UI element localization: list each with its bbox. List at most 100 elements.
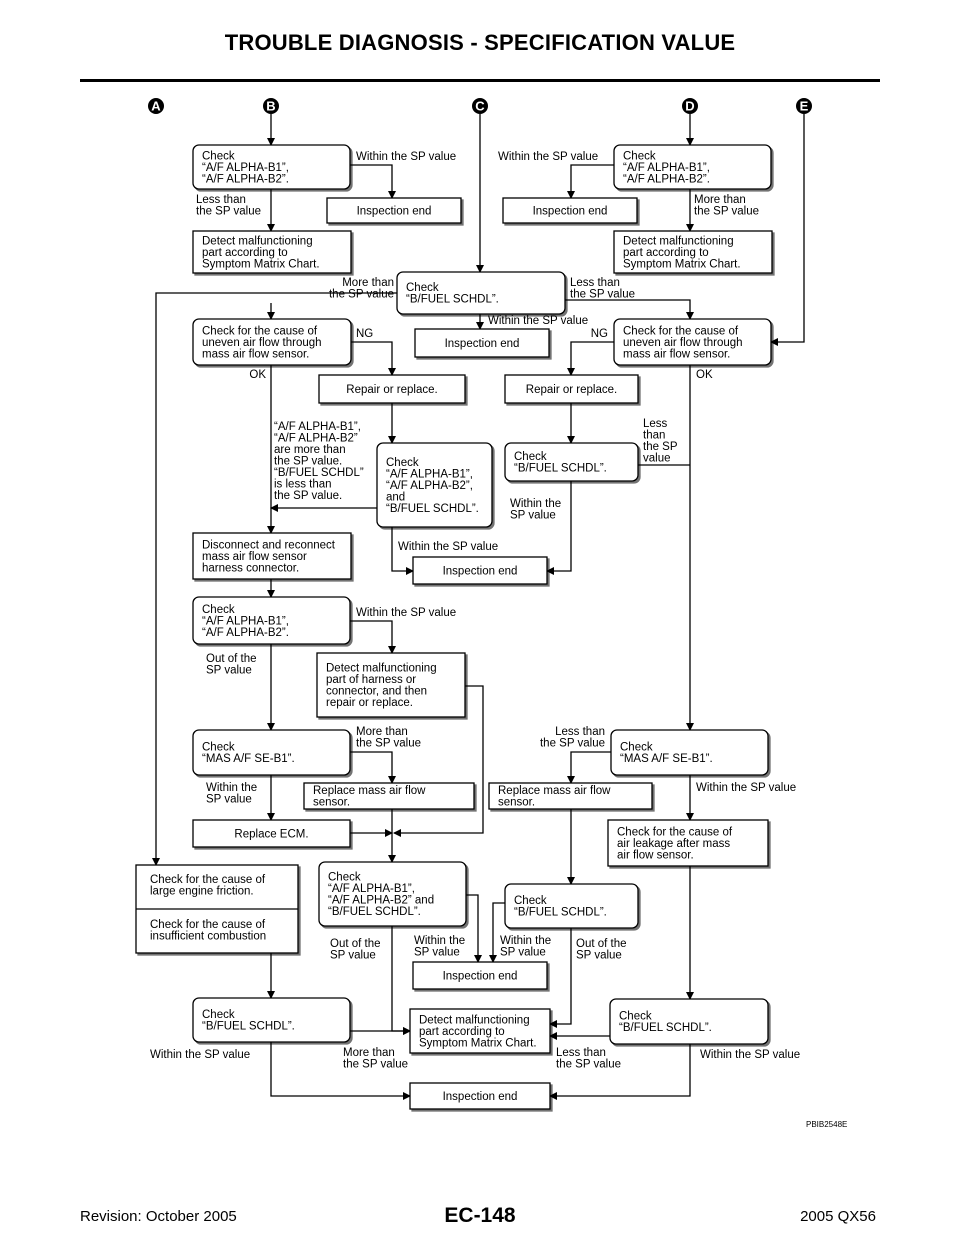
box-text: Check: [386, 457, 419, 469]
branch-label-text: SP value: [414, 947, 460, 959]
box-text: “B/FUEL SCHDL”.: [202, 1021, 295, 1033]
r-check-mas-box: Check“MAS A/F SE-B1”.: [610, 729, 769, 776]
svg-text:B: B: [266, 99, 275, 114]
branch-label-text: is less than: [274, 479, 332, 491]
flow-line: [567, 164, 614, 199]
b-check-ab-box: Check“A/F ALPHA-B1”,“A/F ALPHA-B2”.: [192, 144, 351, 190]
box-text: part according to: [623, 247, 709, 259]
box-text: mass air flow sensor.: [623, 348, 730, 360]
flow-line: [350, 620, 396, 654]
box-text: sensor.: [498, 797, 535, 809]
model-text: 2005 QX56: [800, 1208, 876, 1225]
branch-label-text: SP value: [576, 950, 622, 962]
lb-within-c-label: Within the SP value: [488, 315, 588, 327]
branch-label-text: the SP value.: [274, 490, 342, 502]
branch-label-text: than: [643, 430, 665, 442]
box-text: “B/FUEL SCHDL”.: [406, 294, 499, 306]
box-text: “B/FUEL SCHDL”.: [514, 463, 607, 475]
lb-ok-r-label: OK: [696, 369, 713, 381]
box-text: Inspection end: [443, 1091, 518, 1103]
flow-line: [567, 751, 611, 784]
box-text: Check for the cause of: [617, 826, 733, 838]
flow-line: [391, 926, 411, 1035]
box-text: “A/F ALPHA-B2”.: [202, 173, 289, 185]
box-text: Symptom Matrix Chart.: [202, 258, 320, 270]
svg-text:E: E: [800, 99, 809, 114]
box-text: Detect malfunctioning: [326, 663, 437, 675]
branch-label-text: the SP value: [540, 738, 605, 750]
connector-a: A: [148, 98, 164, 114]
branch-label-text: “B/FUEL SCHDL”: [274, 467, 364, 479]
box-text: Replace mass air flow: [498, 785, 611, 797]
box-text: Detect malfunctioning: [202, 235, 313, 247]
box-text: Repair or replace.: [526, 384, 617, 396]
r-check-fuel2-box: Check“B/FUEL SCHDL”.: [504, 883, 639, 929]
insp-lower-box: Inspection end: [412, 961, 548, 990]
branch-label-text: Within the SP value: [356, 607, 456, 619]
lb-within-mas-r-label: Within the SP value: [696, 782, 796, 794]
branch-label-text: the SP value: [196, 206, 261, 218]
box-text: and: [386, 491, 405, 503]
box-text: Check: [514, 451, 547, 463]
mid-insp-box: Inspection end: [412, 556, 548, 585]
flow-line: [391, 527, 414, 575]
box-text: uneven air flow through: [202, 337, 322, 349]
branch-label-text: Within the: [500, 935, 551, 947]
connector-d: D: [682, 98, 698, 114]
branch-label-text: the SP value: [570, 289, 635, 301]
branch-label-text: Less: [643, 418, 668, 430]
branch-label-text: Less than: [555, 726, 605, 738]
branch-label-text: Within the: [414, 935, 465, 947]
box-text: air leakage after mass: [617, 838, 730, 850]
box-text: harness connector.: [202, 562, 299, 574]
branch-label-text: Less than: [196, 194, 246, 206]
lb-within-bl-label: Within the SP value: [150, 1049, 250, 1061]
lb-cond-l-label: “A/F ALPHA-B1”,“A/F ALPHA-B2”are more th…: [274, 421, 364, 502]
branch-label-text: Within the SP value: [498, 151, 598, 163]
box-text: “A/F ALPHA-B1”,: [202, 615, 289, 627]
branch-label-text: Within the SP value: [696, 782, 796, 794]
c-insp-box: Inspection end: [414, 328, 550, 358]
branch-label-text: “A/F ALPHA-B2”: [274, 433, 358, 445]
branch-label-text: Within the: [206, 782, 257, 794]
box-text: Check for the cause of: [202, 325, 318, 337]
box-text: “B/FUEL SCHDL”.: [328, 906, 421, 918]
branch-label-text: the SP value: [556, 1059, 621, 1071]
combustion-text: insufficient combustion: [150, 931, 266, 943]
box-text: part according to: [202, 247, 288, 259]
box-text: Replace ECM.: [234, 828, 308, 840]
l-check-ab2-box: Check“A/F ALPHA-B1”,“A/F ALPHA-B2”.: [192, 596, 351, 645]
box-text: “A/F ALPHA-B1”,: [623, 162, 710, 174]
r-check-fuel3-box: Check“B/FUEL SCHDL”.: [609, 998, 769, 1045]
box-text: mass air flow sensor.: [202, 348, 309, 360]
box-text: “B/FUEL SCHDL”.: [619, 1022, 712, 1034]
title-rule: [80, 79, 880, 82]
branch-label-text: Out of the: [330, 938, 381, 950]
box-text: Inspection end: [533, 205, 608, 217]
r-repair-box: Repair or replace.: [504, 374, 639, 404]
box-text: Check: [202, 742, 235, 754]
branch-label-text: More than: [343, 1047, 395, 1059]
flow-line: [549, 1044, 691, 1100]
box-text: Check: [623, 150, 656, 162]
box-text: mass air flow sensor: [202, 551, 307, 563]
box-text: Symptom Matrix Chart.: [419, 1037, 537, 1049]
box-text: Disconnect and reconnect: [202, 539, 336, 551]
branch-label-text: the SP: [643, 441, 678, 453]
box-text: Check: [514, 895, 547, 907]
l-check-mas-box: Check“MAS A/F SE-B1”.: [192, 729, 351, 776]
branch-label-text: Within the SP value: [150, 1049, 250, 1061]
